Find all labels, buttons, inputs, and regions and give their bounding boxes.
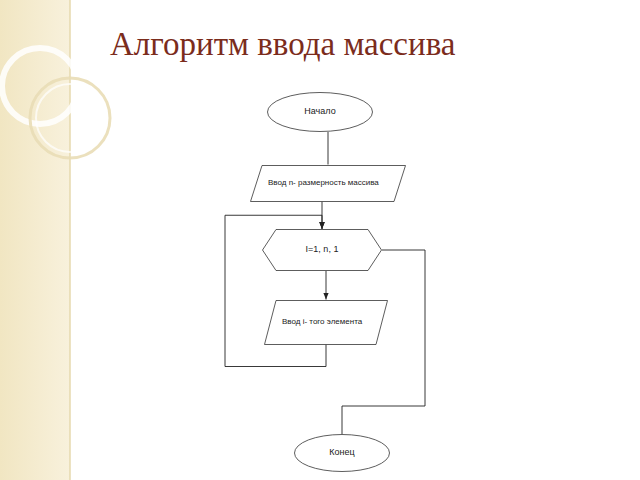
side-strip (0, 0, 70, 480)
input-parallelogram: Ввод n- размерность массива (250, 165, 406, 202)
decor-ring (30, 78, 110, 158)
flow-connector (326, 271, 327, 300)
node-label: Ввод n- размерность массива (268, 178, 379, 188)
input-parallelogram: Ввод i- того элемента (264, 300, 388, 345)
node-label: I=1, n, 1 (306, 244, 339, 255)
end-terminal: Конец (294, 434, 390, 472)
node-label: Ввод i- того элемента (282, 317, 362, 327)
slide-title: Алгоритм ввода массива (110, 26, 455, 63)
start-terminal: Начало (267, 92, 373, 132)
strip-edge (69, 0, 71, 480)
flow-connector (328, 132, 329, 165)
decor-ring (2, 48, 78, 124)
node-label: Конец (329, 447, 354, 458)
loop-hexagon: I=1, n, 1 (262, 229, 382, 271)
decor-ring (36, 84, 104, 152)
node-label: Начало (304, 106, 335, 117)
